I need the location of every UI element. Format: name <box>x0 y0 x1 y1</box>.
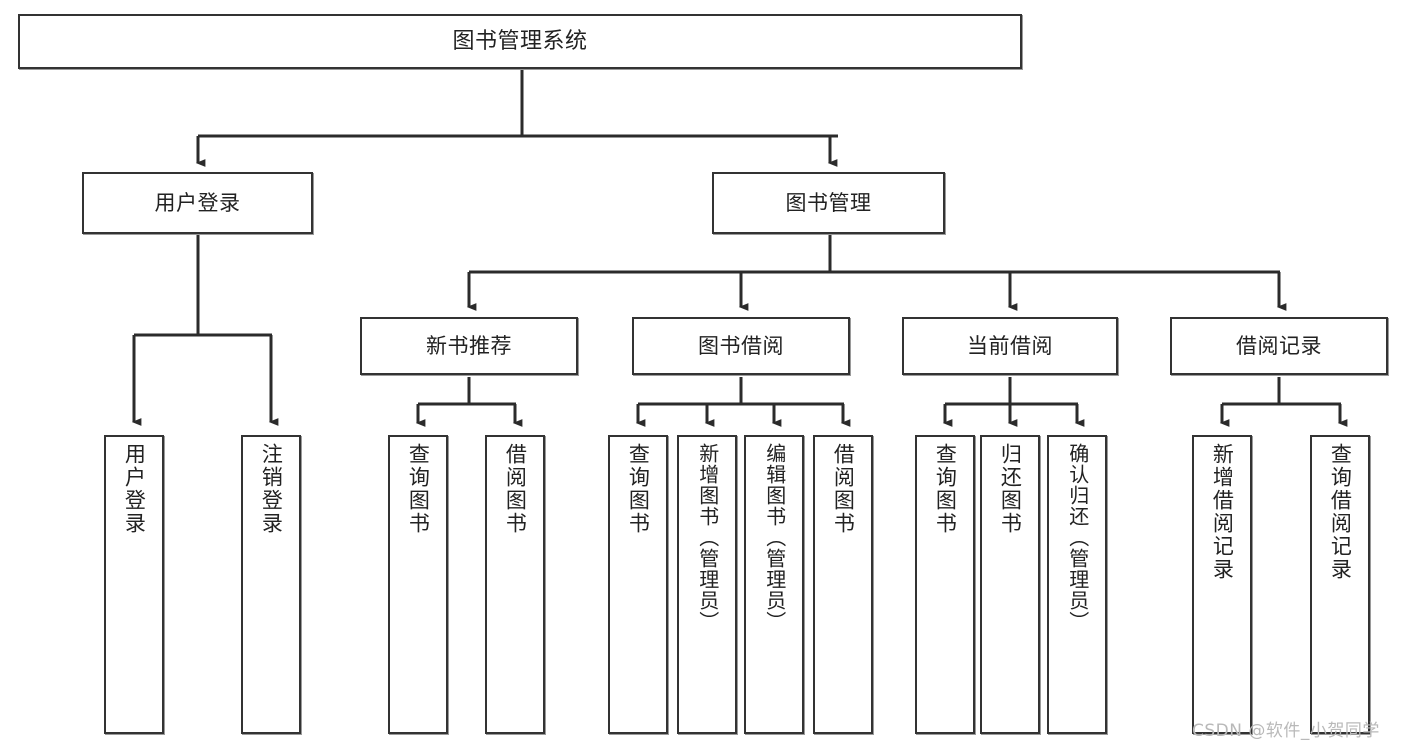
leaf-recommend-query-book[interactable]: 查询图书 <box>388 435 448 734</box>
node-label: 查询图书 <box>626 443 651 535</box>
node-label: 查询图书 <box>933 443 958 535</box>
leaf-recommend-borrow-book[interactable]: 借阅图书 <box>485 435 545 734</box>
node-new-book-recommend[interactable]: 新书推荐 <box>360 317 578 375</box>
node-borrow-record[interactable]: 借阅记录 <box>1170 317 1388 375</box>
node-book-manage[interactable]: 图书管理 <box>712 172 945 234</box>
node-label: 查询借阅记录 <box>1328 443 1353 581</box>
node-label: 借阅记录 <box>1236 333 1322 358</box>
leaf-borrow-add-book-admin[interactable]: 新增图书（管理员） <box>677 435 737 734</box>
leaf-current-confirm-return-admin[interactable]: 确认归还（管理员） <box>1047 435 1107 734</box>
node-book-borrow[interactable]: 图书借阅 <box>632 317 850 375</box>
node-label: 用户登录 <box>122 443 147 535</box>
node-label: 归还图书 <box>998 443 1023 535</box>
node-label: 新书推荐 <box>426 333 512 358</box>
leaf-record-query[interactable]: 查询借阅记录 <box>1310 435 1370 734</box>
node-label: 编辑图书（管理员） <box>762 443 787 632</box>
node-current-borrow[interactable]: 当前借阅 <box>902 317 1118 375</box>
node-root-system[interactable]: 图书管理系统 <box>18 14 1022 69</box>
node-label: 注销登录 <box>259 443 284 535</box>
node-label: 确认归还（管理员） <box>1065 443 1090 632</box>
node-label: 查询图书 <box>406 443 431 535</box>
node-label: 图书借阅 <box>698 333 784 358</box>
leaf-borrow-edit-book-admin[interactable]: 编辑图书（管理员） <box>744 435 804 734</box>
node-label: 借阅图书 <box>503 443 528 535</box>
node-user-login[interactable]: 用户登录 <box>82 172 313 234</box>
leaf-current-query-book[interactable]: 查询图书 <box>915 435 975 734</box>
node-label: 当前借阅 <box>967 333 1053 358</box>
csdn-watermark: CSDN @软件_小贺同学 <box>1192 721 1380 741</box>
node-label: 用户登录 <box>154 190 241 215</box>
node-label: 图书管理系统 <box>452 28 588 54</box>
leaf-record-add[interactable]: 新增借阅记录 <box>1192 435 1252 734</box>
leaf-current-return-book[interactable]: 归还图书 <box>980 435 1040 734</box>
leaf-borrow-borrow-book[interactable]: 借阅图书 <box>813 435 873 734</box>
node-label: 新增借阅记录 <box>1210 443 1235 581</box>
leaf-user-login[interactable]: 用户登录 <box>104 435 164 734</box>
node-label: 新增图书（管理员） <box>695 443 720 632</box>
leaf-user-logout[interactable]: 注销登录 <box>241 435 301 734</box>
leaf-borrow-query-book[interactable]: 查询图书 <box>608 435 668 734</box>
node-label: 借阅图书 <box>831 443 856 535</box>
node-label: 图书管理 <box>785 190 872 215</box>
